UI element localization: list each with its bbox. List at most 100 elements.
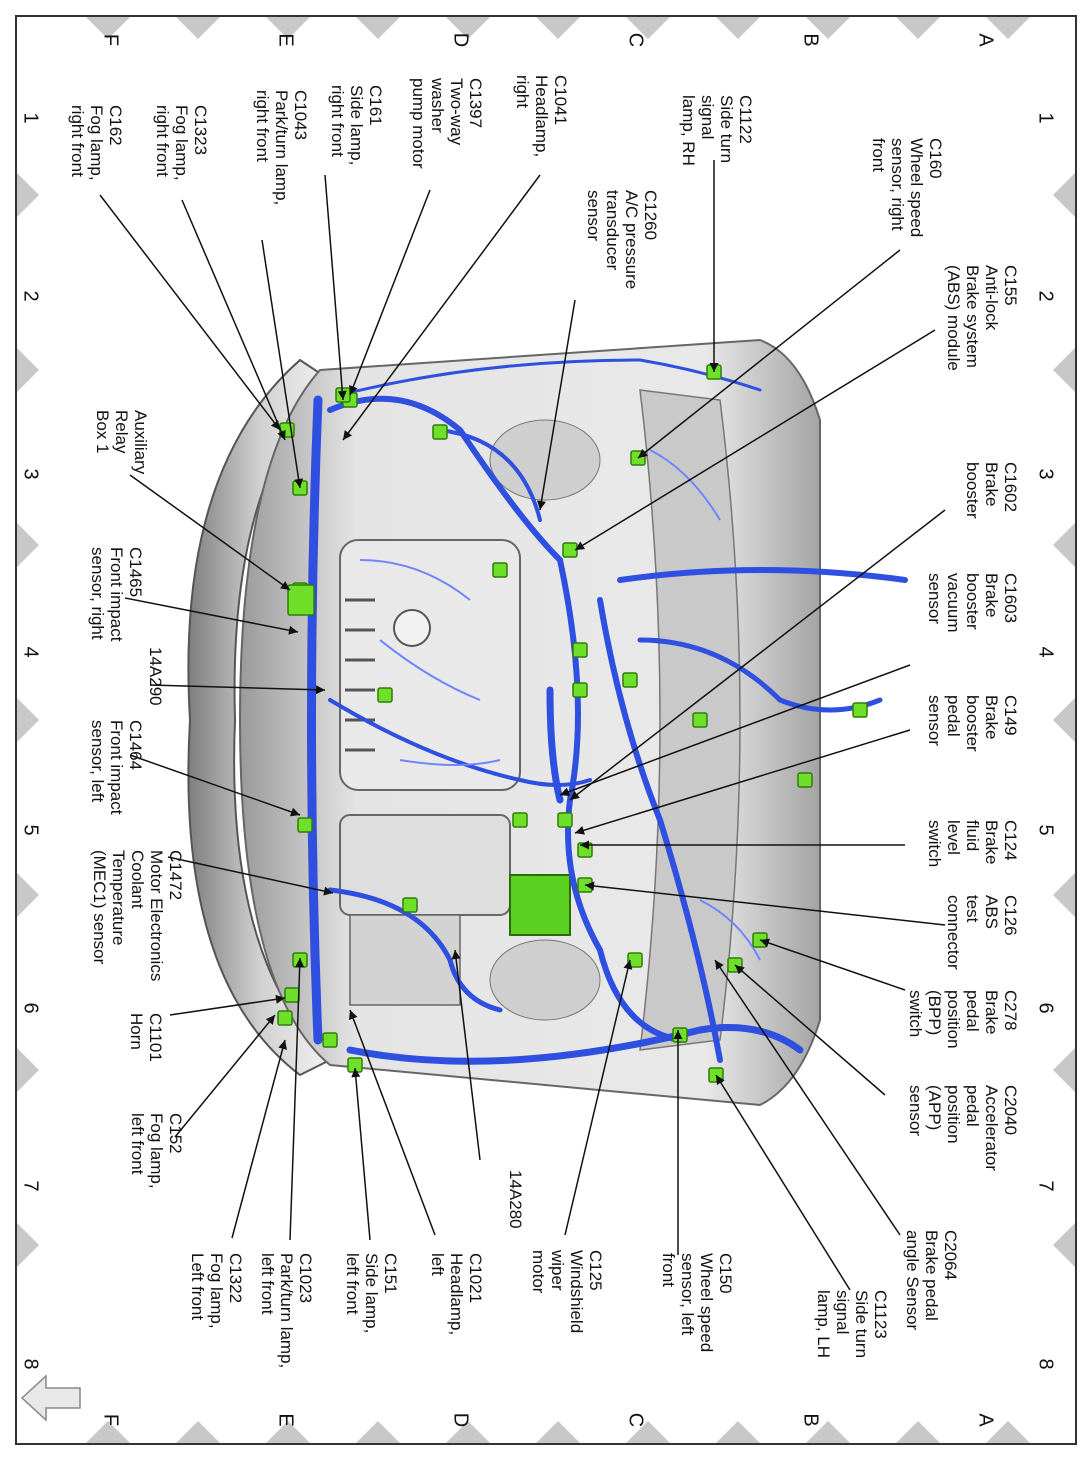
grid-marker-top bbox=[266, 17, 310, 39]
callout-c1323: C1323Fog lamp,right front bbox=[153, 105, 210, 181]
callout-text: C1043Park/turn lamp,right front bbox=[253, 90, 310, 205]
grid-col-label-left: 6 bbox=[20, 1002, 42, 1013]
vehicle-engine-bay bbox=[187, 338, 908, 1107]
callout-h14a290: 14A290 bbox=[146, 647, 165, 706]
callout-c152: C152Fog lamp,left front bbox=[128, 1113, 185, 1189]
leader-arrowhead bbox=[638, 448, 648, 458]
leader-arrowhead bbox=[537, 500, 546, 510]
grid-marker-top bbox=[626, 17, 670, 39]
callout-c278: C278Brakepedalposition(BPP)switch bbox=[906, 990, 1020, 1049]
grid-col-label-right: 6 bbox=[1035, 1002, 1057, 1013]
callout-text: C278Brakepedalposition(BPP)switch bbox=[906, 990, 1020, 1049]
grid-col-label-right: 4 bbox=[1035, 646, 1057, 657]
grid-col-label-left: 2 bbox=[20, 290, 42, 301]
callout-c125: C125Windshieldwipermotor bbox=[529, 1249, 605, 1333]
leader-arrowhead bbox=[294, 478, 304, 488]
leader-h14a290 bbox=[149, 684, 326, 691]
leader-arrowhead bbox=[337, 390, 347, 400]
callout-h14a280: 14A280 bbox=[506, 1170, 525, 1229]
callout-labels: C160Wheel speedsensor, rightfrontC155Ant… bbox=[68, 75, 1020, 1368]
callout-text: C1323Fog lamp,right front bbox=[153, 105, 210, 181]
cowl-panel bbox=[639, 389, 741, 1051]
leader-arrowhead bbox=[560, 787, 571, 797]
leader-c1041 bbox=[342, 174, 541, 441]
grid-marker-right bbox=[1053, 1048, 1075, 1092]
grid-row-label-bottom: C bbox=[625, 1413, 647, 1427]
leader-arrowhead bbox=[280, 581, 290, 590]
grid-markers bbox=[17, 17, 1075, 1443]
grid-marker-bottom bbox=[986, 1421, 1030, 1443]
back-arrow-icon[interactable] bbox=[20, 1374, 81, 1422]
connector bbox=[627, 952, 643, 968]
leader-arrowhead bbox=[716, 1075, 725, 1086]
callout-c1464: C1464Front impactsensor, left bbox=[88, 720, 145, 815]
grid-marker-bottom bbox=[266, 1421, 310, 1443]
callout-text: C1322Fog lamp,Left front bbox=[188, 1253, 245, 1329]
connector bbox=[297, 817, 313, 833]
relay-box-connector bbox=[287, 584, 315, 616]
callout-c1123: C1123Side turnsignallamp, LH bbox=[814, 1290, 890, 1358]
callout-c1122: C1122Side turnsignallamp, RH bbox=[679, 95, 755, 166]
grid-row-label-bottom: A bbox=[975, 1413, 997, 1427]
grid-marker-bottom bbox=[86, 1421, 130, 1443]
connector bbox=[622, 672, 638, 688]
grid-col-label-left: 1 bbox=[20, 112, 42, 123]
connector bbox=[284, 987, 300, 1003]
connector bbox=[402, 897, 418, 913]
connector bbox=[562, 542, 578, 558]
leader-arrowhead bbox=[709, 363, 719, 372]
leader-c1464 bbox=[129, 754, 301, 816]
callout-text: AuxiliaryRelayBox 1 bbox=[93, 410, 150, 475]
abs-module bbox=[509, 874, 571, 936]
callout-c155: C155Anti-lockBrake system(ABS) module bbox=[944, 265, 1020, 371]
grid-row-label-top: E bbox=[275, 33, 297, 46]
grid-row-label-top: D bbox=[450, 33, 472, 47]
callout-text: C1041Headlamp,right bbox=[513, 75, 570, 157]
leader-c151 bbox=[354, 1067, 371, 1241]
connector bbox=[377, 687, 393, 703]
grid-marker-left bbox=[17, 1223, 39, 1267]
connector bbox=[277, 1010, 293, 1026]
leader-relay bbox=[129, 474, 291, 591]
callout-c1397: C1397Two-waywasherpump motor bbox=[409, 77, 485, 169]
grid-col-label-right: 7 bbox=[1035, 1180, 1057, 1191]
grid-marker-top bbox=[176, 17, 220, 39]
leader-arrowhead bbox=[275, 994, 285, 1004]
front-bumper bbox=[187, 358, 332, 1077]
connector bbox=[572, 642, 588, 658]
leader-arrowhead bbox=[265, 1015, 275, 1025]
callout-text: C1101Horn bbox=[127, 1013, 165, 1062]
connector bbox=[797, 772, 813, 788]
callout-c1021: C1021Headlamp,left bbox=[428, 1253, 485, 1335]
callout-text: C124Brakefluidlevelswitch bbox=[925, 820, 1020, 867]
leader-arrowhead bbox=[270, 420, 280, 430]
grid-marker-left bbox=[17, 523, 39, 567]
leader-arrowhead bbox=[295, 958, 305, 968]
grid-marker-top bbox=[86, 17, 130, 39]
leader-c2064 bbox=[714, 959, 901, 1236]
callout-text: C151Side lamp,left front bbox=[343, 1253, 400, 1333]
callout-text: C2040Acceleratorpedalposition(APP)sensor bbox=[906, 1085, 1020, 1171]
callout-c1603: C1603Brakeboostervacuumsensor bbox=[925, 573, 1020, 633]
callout-text: C155Anti-lockBrake system(ABS) module bbox=[944, 265, 1020, 371]
leader-arrowhead bbox=[715, 960, 724, 970]
callout-c149: C149Brakeboosterpedalsensor bbox=[925, 695, 1020, 752]
grid-marker-left bbox=[17, 698, 39, 742]
callout-text: C1464Front impactsensor, left bbox=[88, 720, 145, 815]
leader-h14a280 bbox=[454, 949, 481, 1161]
grid-marker-top bbox=[986, 17, 1030, 39]
leader-arrowhead bbox=[315, 685, 325, 695]
grid-marker-right bbox=[1053, 173, 1075, 217]
leader-arrowhead bbox=[451, 950, 461, 960]
leader-c278 bbox=[759, 939, 906, 991]
callout-c1322: C1322Fog lamp,Left front bbox=[188, 1253, 245, 1329]
grid-marker-bottom bbox=[446, 1421, 490, 1443]
grid-marker-right bbox=[1053, 1223, 1075, 1267]
callout-text: C1397Two-waywasherpump motor bbox=[409, 77, 485, 169]
leader-arrowhead bbox=[323, 886, 333, 896]
leader-c1603 bbox=[559, 664, 911, 796]
leader-arrowhead bbox=[585, 881, 595, 891]
grid-marker-top bbox=[806, 17, 850, 39]
